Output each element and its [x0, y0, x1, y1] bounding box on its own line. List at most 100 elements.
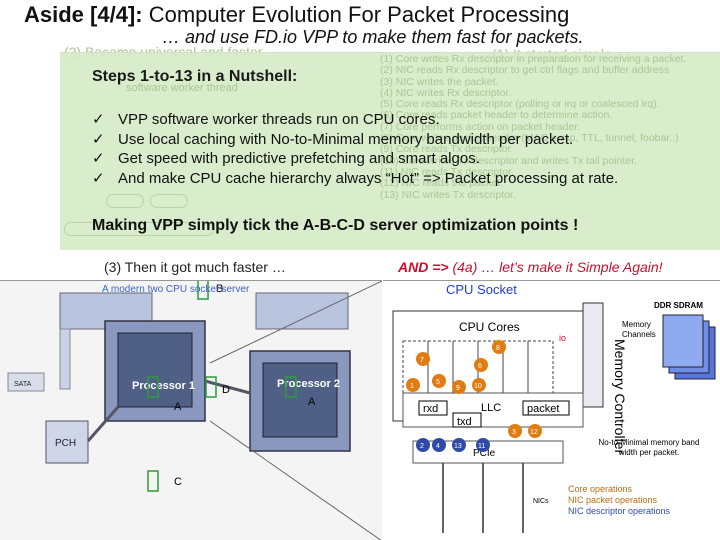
ghost-worker-thread: software worker thread — [126, 82, 238, 94]
bullet-item: ✓And make CPU cache hierarchy always “Ho… — [92, 169, 619, 187]
then-faster-label: (3) Then it got much faster … — [104, 259, 286, 275]
point-a2-label: A — [308, 396, 316, 408]
zoom-line-top — [209, 281, 382, 364]
ghost-step: (10) Core writes Tx descriptor and write… — [380, 155, 637, 167]
simple-again-label: AND => (4a) … let’s make it Simple Again… — [398, 259, 663, 275]
bullet-item: ✓Get speed with predictive prefetching a… — [92, 150, 480, 167]
llc-label: LLC — [481, 402, 501, 414]
step-12-label: 12 — [530, 429, 538, 436]
sata-block — [7, 372, 45, 392]
ghost-step: (12) NIC reads the packet. — [380, 178, 504, 190]
zoom-line-bottom — [209, 420, 382, 540]
ghost-step: (4) NIC writes Rx descriptor. — [380, 87, 512, 99]
step-4-label: 4 — [436, 443, 440, 450]
ghost-step: (5) Core reads Rx descriptor (polling or… — [380, 99, 660, 111]
bullet-list: ✓VPP software worker threads run on CPU … — [92, 110, 618, 188]
step-1-marker — [406, 378, 420, 392]
check-icon: ✓ — [92, 130, 105, 148]
step-8-marker — [492, 340, 506, 354]
point-d-marker — [205, 376, 217, 398]
memory-controller-bar — [582, 302, 604, 408]
ghost-step: (3) NIC writes the packet. — [380, 76, 499, 88]
step-4-marker — [432, 438, 446, 452]
point-d-label: D — [222, 384, 230, 396]
legend-descriptor: NIC descriptor operations — [568, 506, 671, 516]
cpu-socket-label: CPU Socket — [446, 282, 517, 297]
cpu-socket-diagram: CPU Cores io rxd txd LLC packet PCIe NIC… — [392, 302, 716, 533]
step-5-marker — [432, 374, 446, 388]
step-6-label: 6 — [478, 363, 482, 370]
check-icon: ✓ — [92, 150, 105, 167]
ghost-box — [106, 194, 144, 208]
pcie-label: PCIe — [473, 448, 496, 459]
txd-label: txd — [457, 416, 472, 428]
ddr-label: DDR SDRAM — [654, 301, 703, 310]
step-2-label: 2 — [420, 443, 424, 450]
pch-label: PCH — [55, 438, 76, 449]
ghost-step: (8) Core writes packet header (MAC swap,… — [380, 133, 679, 145]
steps-heading: Steps 1-to-13 in a Nutshell: — [92, 68, 298, 85]
bullet-item: ✓VPP software worker threads run on CPU … — [92, 111, 440, 128]
ghost-step: (1) Core writes Rx descriptor in prepara… — [380, 54, 687, 65]
point-c-label: C — [174, 476, 182, 488]
step-8-label: 8 — [496, 345, 500, 352]
point-a1-marker — [147, 376, 159, 398]
step-6-marker — [474, 358, 488, 372]
no-to-minimal-label: No-to-Minimal memory band width per pack… — [598, 438, 700, 457]
ghost-step: (13) NIC writes Tx descriptor. — [380, 189, 516, 201]
step-10-label: 10 — [474, 383, 482, 390]
step-11-label: 11 — [478, 443, 485, 450]
pch-link — [86, 406, 120, 442]
check-icon: ✓ — [92, 111, 105, 128]
processor-1-die — [117, 332, 193, 408]
processor-2-die — [262, 362, 338, 438]
legend-core: Core operations — [568, 484, 633, 494]
step-1-label: 1 — [410, 383, 414, 390]
legend-packet: NIC packet operations — [568, 495, 658, 505]
operations-legend: Core operations NIC packet operations NI… — [568, 484, 670, 517]
sata-label: SATA — [14, 381, 32, 388]
memory-channels-label: Memory Channels — [622, 320, 656, 339]
nics-label: NICs — [533, 498, 549, 505]
step-7-marker — [416, 352, 430, 366]
ghost-step: (6) Core reads packet header to determin… — [380, 110, 613, 122]
processor-1-label: Processor 1 — [132, 380, 195, 392]
processor-2-label: Processor 2 — [277, 378, 340, 390]
step-10-marker — [472, 378, 486, 392]
server-label: A modern two CPU socket server — [102, 284, 250, 295]
step-3-marker — [508, 424, 522, 438]
ghost-step: (2) NIC reads Rx descriptor to get ctrl … — [380, 65, 670, 77]
rxd-label: rxd — [423, 403, 438, 415]
ghost-step: (11) NIC reads Tx descriptor. — [380, 166, 514, 178]
memory-dimms-right — [255, 292, 349, 330]
step-13-marker — [452, 438, 466, 452]
pch-chip — [45, 420, 89, 464]
point-c-marker — [147, 470, 159, 492]
cpu-socket-panel: CPU Cores io rxd txd LLC packet PCIe NIC… — [383, 280, 720, 540]
step-5-label: 5 — [436, 379, 440, 386]
qpi-link — [204, 379, 251, 395]
step-2-marker — [416, 438, 430, 452]
step-markers: 1 2 3 4 5 6 7 8 9 10 11 12 13 — [406, 340, 542, 452]
point-a2-marker — [285, 376, 297, 398]
cpu-cores-label: CPU Cores — [459, 320, 520, 334]
rxd-box — [418, 400, 448, 416]
point-b-label: B — [216, 283, 223, 295]
ghost-box — [150, 194, 188, 208]
step-11-marker — [476, 438, 490, 452]
step-7-label: 7 — [420, 357, 424, 364]
step-3-label: 3 — [512, 429, 516, 436]
fdio-label: io — [559, 333, 566, 343]
tick-line: Making VPP simply tick the A-B-C-D serve… — [92, 217, 579, 234]
check-icon: ✓ — [92, 169, 105, 187]
overlay-panel — [60, 52, 720, 250]
step-9-marker — [452, 380, 466, 394]
packet-label: packet — [527, 403, 559, 415]
bullet-item: ✓Use local caching with No-to-Minimal me… — [92, 130, 574, 148]
step-9-label: 9 — [456, 385, 460, 392]
ghost-steps-list: (1) Core writes Rx descriptor in prepara… — [380, 54, 720, 201]
memory-controller-label: Memory Controller — [612, 339, 628, 455]
txd-box — [452, 412, 482, 428]
point-b-marker — [197, 281, 209, 300]
server-diagram: Processor 1 Processor 2 PCH SATA A B C D… — [7, 281, 382, 540]
